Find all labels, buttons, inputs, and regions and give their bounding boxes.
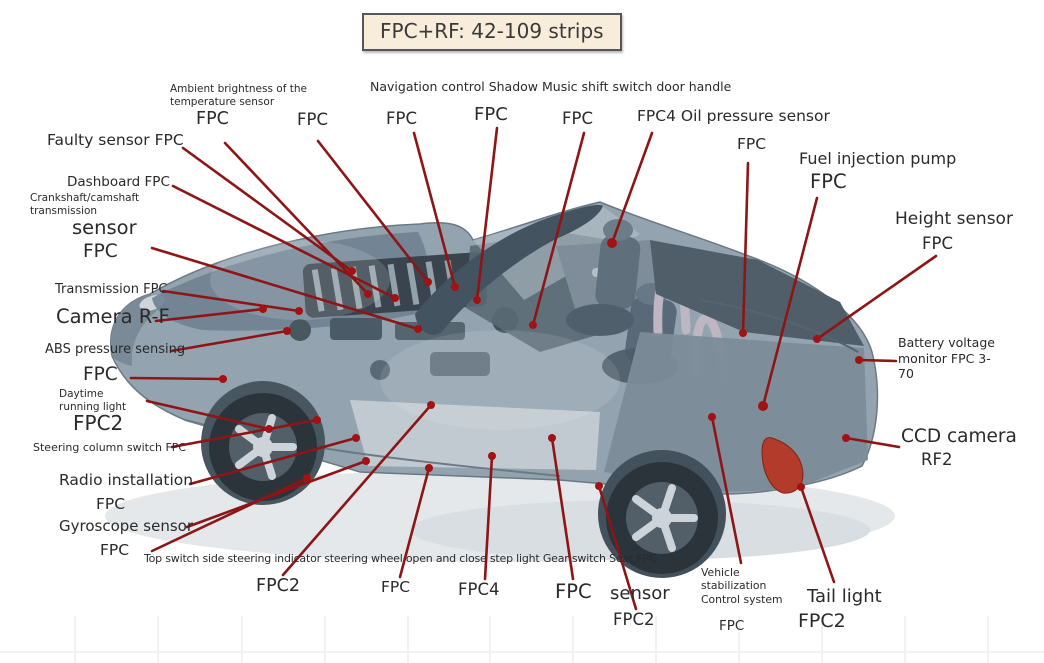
windshield-glass bbox=[473, 204, 640, 300]
label-bottom-row: Top switch side steering indicator steer… bbox=[144, 552, 657, 565]
label-fpc-ambient: FPC bbox=[196, 109, 229, 129]
label-fpc4-bottom3: FPC4 bbox=[458, 580, 500, 599]
label-fpc2-sensor: FPC2 bbox=[613, 610, 655, 629]
label-fpc-stabilization: FPC bbox=[719, 618, 745, 634]
label-dashboard: Dashboard FPC bbox=[67, 174, 170, 190]
label-sensor-word: sensor bbox=[72, 216, 137, 239]
title-text: FPC+RF: 42-109 strips bbox=[380, 19, 604, 43]
label-fpc2-bottom1: FPC2 bbox=[256, 576, 300, 596]
title-box: FPC+RF: 42-109 strips bbox=[362, 13, 622, 51]
front-wheel bbox=[209, 393, 317, 501]
label-battery-voltage: Battery voltage monitor FPC 3-70 bbox=[898, 335, 995, 382]
label-navigation-row: Navigation control Shadow Music shift sw… bbox=[370, 79, 732, 94]
label-fpc2-daytime: FPC2 bbox=[73, 411, 124, 435]
label-sensor-bottom: sensor bbox=[610, 583, 670, 604]
front-fascia bbox=[110, 294, 162, 366]
label-rf2: RF2 bbox=[921, 450, 953, 469]
leader-lines bbox=[129, 126, 938, 611]
label-fpc-gyroscope: FPC bbox=[100, 541, 130, 559]
label-steering-column-switch: Steering column switch FPC bbox=[33, 441, 187, 454]
label-fpc4-oil-pressure: FPC4 Oil pressure sensor bbox=[637, 107, 830, 125]
label-faulty-sensor: Faulty sensor FPC bbox=[47, 131, 184, 149]
car-illustration bbox=[105, 201, 895, 578]
label-fpc-abs: FPC bbox=[83, 364, 118, 385]
rear-wheel bbox=[606, 462, 718, 574]
label-height-sensor: Height sensor bbox=[895, 209, 1013, 229]
label-fpc-nav1: FPC bbox=[386, 109, 417, 128]
label-vehicle-stabilization: Vehicle stabilization Control system bbox=[701, 566, 783, 606]
label-fpc-top2: FPC bbox=[297, 110, 328, 129]
label-gyroscope-sensor: Gyroscope sensor bbox=[59, 517, 193, 535]
label-fpc-height: FPC bbox=[922, 234, 953, 253]
label-fpc-bottom4: FPC bbox=[555, 580, 592, 603]
label-fuel-injection-pump: Fuel injection pump bbox=[799, 149, 957, 168]
label-fpc-nav2: FPC bbox=[474, 104, 508, 125]
label-radio-installation: Radio installation bbox=[59, 471, 194, 489]
label-fpc-oil: FPC bbox=[737, 135, 767, 153]
label-fpc2-tail: FPC2 bbox=[798, 610, 846, 632]
label-transmission: Transmission FPC bbox=[55, 282, 168, 297]
label-ambient-brightness: Ambient brightness of the temperature se… bbox=[170, 83, 307, 109]
tail-light bbox=[761, 437, 804, 494]
faint-grid bbox=[0, 616, 1044, 663]
label-fpc-nav3: FPC bbox=[562, 109, 593, 128]
underbody-panel bbox=[350, 400, 600, 470]
label-ccd-camera: CCD camera bbox=[901, 426, 1017, 447]
label-tail-light: Tail light bbox=[807, 586, 882, 607]
label-daytime-running-light: Daytime running light bbox=[59, 388, 127, 414]
label-fpc-crankshaft: FPC bbox=[83, 241, 118, 262]
label-fpc-fuel: FPC bbox=[810, 170, 847, 193]
rear-deck bbox=[650, 240, 864, 346]
label-fpc-radio: FPC bbox=[96, 495, 126, 513]
label-crankshaft-camshaft: Crankshaft/camshaft transmission bbox=[30, 192, 140, 218]
label-fpc-bottom2: FPC bbox=[381, 578, 411, 596]
leader-dots bbox=[219, 238, 863, 491]
label-camera-rf: Camera R-F bbox=[56, 305, 170, 328]
label-abs-pressure: ABS pressure sensing bbox=[45, 342, 186, 357]
